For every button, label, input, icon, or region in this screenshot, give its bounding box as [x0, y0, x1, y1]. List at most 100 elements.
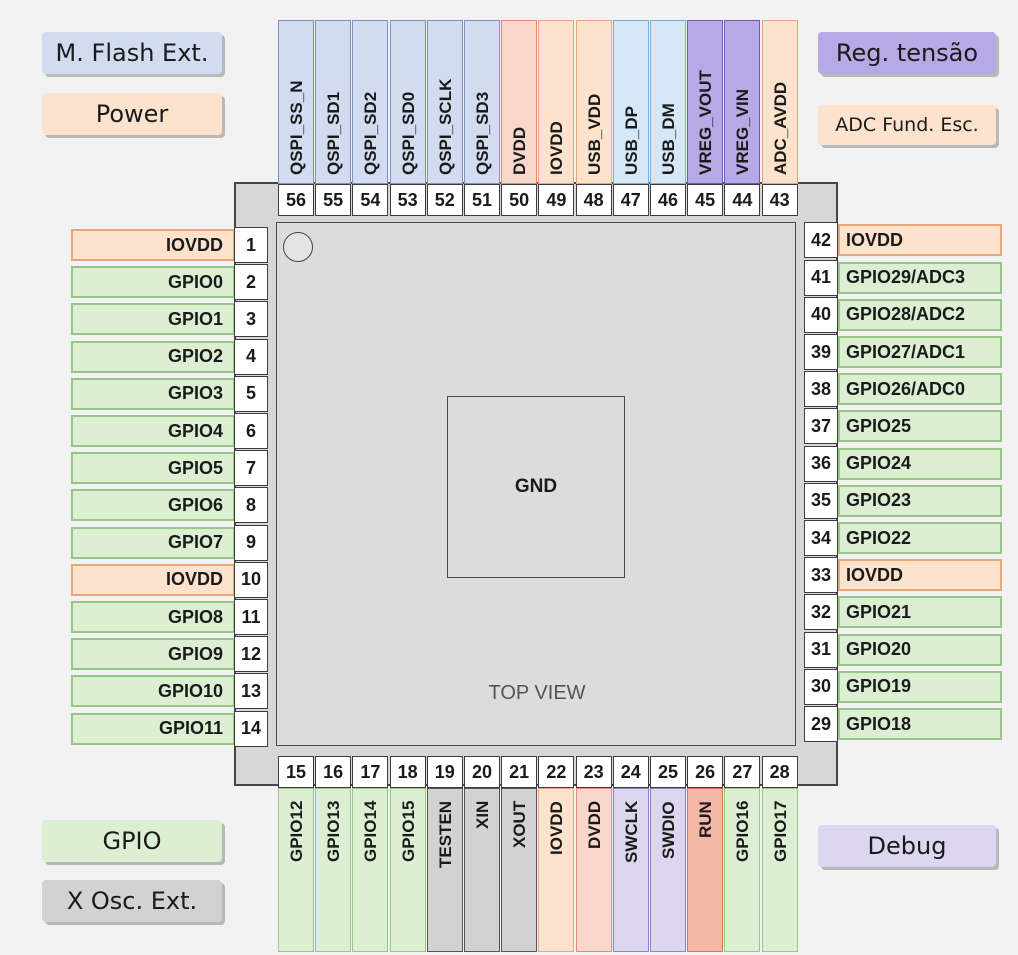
pin-label-27: GPIO16 — [724, 788, 761, 952]
pin-number-16: 16 — [315, 756, 352, 788]
legend-adc: ADC Fund. Esc. — [818, 105, 996, 145]
pin-number-53: 53 — [389, 184, 426, 216]
pin-label-2: GPIO0 — [71, 266, 235, 299]
pin-label-45: VREG_VOUT — [687, 20, 724, 184]
pin-name-46: USB_DM — [659, 103, 678, 175]
pin-label-30: GPIO19 — [838, 670, 1002, 703]
pin-label-34: GPIO22 — [838, 522, 1002, 554]
pin-number-13: 13 — [234, 673, 268, 710]
pin-label-50: DVDD — [501, 20, 538, 184]
pin-number-21: 21 — [501, 756, 538, 788]
pin-name-22: IOVDD — [547, 801, 567, 855]
legend-debug: Debug — [818, 825, 996, 867]
pin-label-11: GPIO8 — [71, 601, 235, 633]
pin-number-20: 20 — [464, 756, 500, 788]
pin-label-23: DVDD — [575, 788, 612, 952]
pin-number-10: 10 — [234, 561, 268, 598]
pin-number-5: 5 — [234, 375, 268, 412]
pin-number-15: 15 — [278, 756, 314, 788]
pin-name-23: DVDD — [584, 800, 604, 849]
pin-label-24: SWCLK — [612, 788, 649, 952]
pin-label-38: GPIO26/ADC0 — [838, 373, 1002, 406]
pin-label-29: GPIO18 — [838, 708, 1002, 740]
pin-label-42: IOVDD — [838, 224, 1002, 257]
pin-number-27: 27 — [724, 756, 761, 788]
pin-number-3: 3 — [234, 301, 268, 338]
pin-label-32: GPIO21 — [838, 596, 1002, 629]
pin-label-46: USB_DM — [650, 20, 686, 184]
pin-number-47: 47 — [612, 184, 649, 216]
pin-label-33: IOVDD — [838, 559, 1002, 592]
pin-number-38: 38 — [804, 371, 838, 408]
pin-label-1: IOVDD — [71, 229, 235, 261]
pin-name-16: GPIO13 — [324, 800, 344, 862]
pin-number-45: 45 — [687, 184, 724, 216]
pin-number-43: 43 — [761, 184, 798, 216]
pin-number-4: 4 — [234, 338, 268, 375]
pin-number-56: 56 — [278, 184, 314, 216]
pin-number-44: 44 — [724, 184, 761, 216]
pin-number-40: 40 — [804, 296, 838, 333]
pin-label-14: GPIO11 — [71, 712, 235, 745]
pin-number-26: 26 — [687, 756, 724, 788]
pin-name-52: QSPI_SCLK — [435, 78, 455, 175]
pin-name-49: IOVDD — [547, 121, 567, 175]
pin-number-48: 48 — [575, 184, 612, 216]
pin-name-48: USB_VDD — [584, 93, 604, 175]
pin-number-49: 49 — [538, 184, 575, 216]
pin-number-46: 46 — [650, 184, 686, 216]
pin-label-21: XOUT — [501, 788, 538, 952]
pin-number-33: 33 — [804, 557, 838, 594]
pin-number-23: 23 — [575, 756, 612, 788]
pin-label-56: QSPI_SS_N — [278, 20, 314, 184]
pin-label-55: QSPI_SD1 — [315, 20, 352, 184]
pin-label-51: QSPI_SD3 — [464, 20, 500, 184]
pin-label-40: GPIO28/ADC2 — [838, 298, 1002, 331]
pin-number-31: 31 — [804, 631, 838, 668]
pin-number-55: 55 — [315, 184, 352, 216]
pin-number-17: 17 — [352, 756, 389, 788]
pin-label-28: GPIO17 — [761, 788, 798, 952]
pin-number-39: 39 — [804, 334, 838, 370]
pin-number-37: 37 — [804, 408, 838, 445]
pin-name-27: GPIO16 — [733, 800, 753, 862]
pin-number-19: 19 — [426, 756, 463, 788]
pin-label-35: GPIO23 — [838, 484, 1002, 517]
pin-label-52: QSPI_SCLK — [426, 20, 463, 184]
pin-name-44: VREG_VIN — [733, 89, 753, 175]
pin-label-48: USB_VDD — [575, 20, 612, 184]
pin-label-6: GPIO4 — [71, 415, 235, 447]
pin-number-18: 18 — [389, 756, 426, 788]
pin-name-20: XIN — [473, 800, 492, 829]
pin-label-47: USB_DP — [612, 20, 649, 184]
pin-label-20: XIN — [464, 788, 500, 952]
pin-number-24: 24 — [612, 756, 649, 788]
pin-label-7: GPIO5 — [71, 452, 235, 485]
pin-label-16: GPIO13 — [315, 788, 352, 952]
pin-number-2: 2 — [234, 264, 268, 301]
pin-label-53: QSPI_SD0 — [389, 20, 426, 184]
gnd-pad: GND — [447, 396, 625, 578]
legend-vreg: Reg. tensão — [818, 32, 996, 74]
pin-name-19: TESTEN — [435, 800, 455, 868]
pin-label-54: QSPI_SD2 — [352, 20, 389, 184]
pin-name-55: QSPI_SD1 — [324, 91, 344, 175]
pin-number-11: 11 — [234, 599, 268, 635]
pin-label-9: GPIO7 — [71, 526, 235, 559]
pin-label-18: GPIO15 — [389, 788, 426, 952]
pin-name-24: SWCLK — [621, 800, 641, 863]
pin-label-22: IOVDD — [538, 788, 575, 952]
legend-power: Power — [42, 93, 222, 135]
pin-name-47: USB_DP — [621, 106, 641, 175]
pin-label-43: ADC_AVDD — [761, 20, 798, 184]
pin-label-4: GPIO2 — [71, 340, 235, 373]
legend-flash: M. Flash Ext. — [42, 32, 222, 74]
pin-number-34: 34 — [804, 520, 838, 556]
pin-name-50: DVDD — [510, 126, 530, 175]
pin-name-17: GPIO14 — [361, 800, 381, 862]
pin-name-56: QSPI_SS_N — [287, 80, 306, 176]
pin-number-9: 9 — [234, 524, 268, 561]
pin-number-30: 30 — [804, 668, 838, 705]
pin-number-14: 14 — [234, 710, 268, 747]
pin-number-50: 50 — [501, 184, 538, 216]
